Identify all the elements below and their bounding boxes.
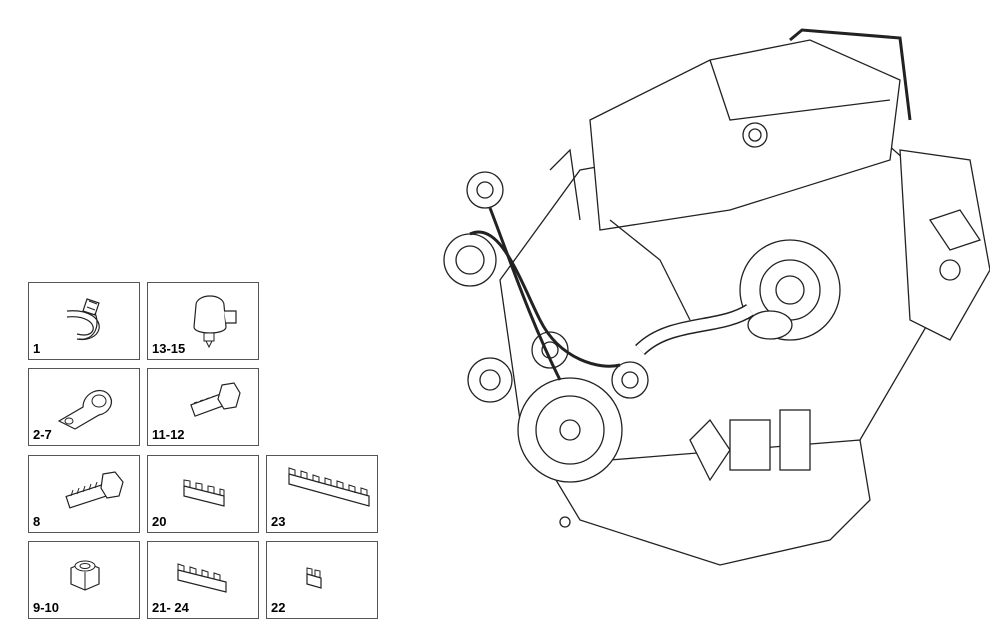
part-tile-9-10[interactable]: 9-10 xyxy=(28,541,140,619)
pipe-holder-7-icon xyxy=(288,467,370,507)
cable-tie-icon xyxy=(66,298,100,341)
short-bolt-icon xyxy=(190,382,241,417)
part-tile-1[interactable]: 1 xyxy=(28,282,140,360)
hose-clamp-icon xyxy=(193,295,237,349)
part-number: 23 xyxy=(271,514,286,529)
pipe-holder-1-icon xyxy=(306,567,322,589)
part-tile-2-7[interactable]: 2-7 xyxy=(28,368,140,446)
part-tile-20[interactable]: 20 xyxy=(147,455,259,533)
part-tile-22[interactable]: 22 xyxy=(266,541,378,619)
turbo-outlet xyxy=(747,310,793,340)
lifting-bracket xyxy=(789,28,912,121)
part-tile-8[interactable]: 8 xyxy=(28,455,140,533)
part-number: 9-10 xyxy=(33,600,60,615)
engine-assembly-drawing xyxy=(443,28,990,566)
part-number: 21- 24 xyxy=(152,600,189,615)
part-number: 11-12 xyxy=(152,427,185,442)
nut-icon xyxy=(70,560,100,591)
part-tile-11-12[interactable]: 11-12 xyxy=(147,368,259,446)
pipe-holder-3-icon xyxy=(183,479,225,507)
part-tile-21-24[interactable]: 21- 24 xyxy=(147,541,259,619)
part-tile-23[interactable]: 23 xyxy=(266,455,378,533)
part-number: 22 xyxy=(271,600,286,615)
drive-belt xyxy=(469,230,621,368)
part-number: 8 xyxy=(33,514,41,529)
bolt-icon xyxy=(65,471,124,509)
part-number: 20 xyxy=(152,514,167,529)
p-clip-icon xyxy=(57,390,112,430)
drain-plug xyxy=(559,516,571,528)
part-number: 2-7 xyxy=(33,427,52,442)
flywheel-housing xyxy=(899,149,990,341)
part-number: 13-15 xyxy=(152,341,186,356)
pipe-holder-4-icon xyxy=(177,563,227,593)
part-number: 1 xyxy=(33,341,41,356)
part-tile-13-15[interactable]: 13-15 xyxy=(147,282,259,360)
